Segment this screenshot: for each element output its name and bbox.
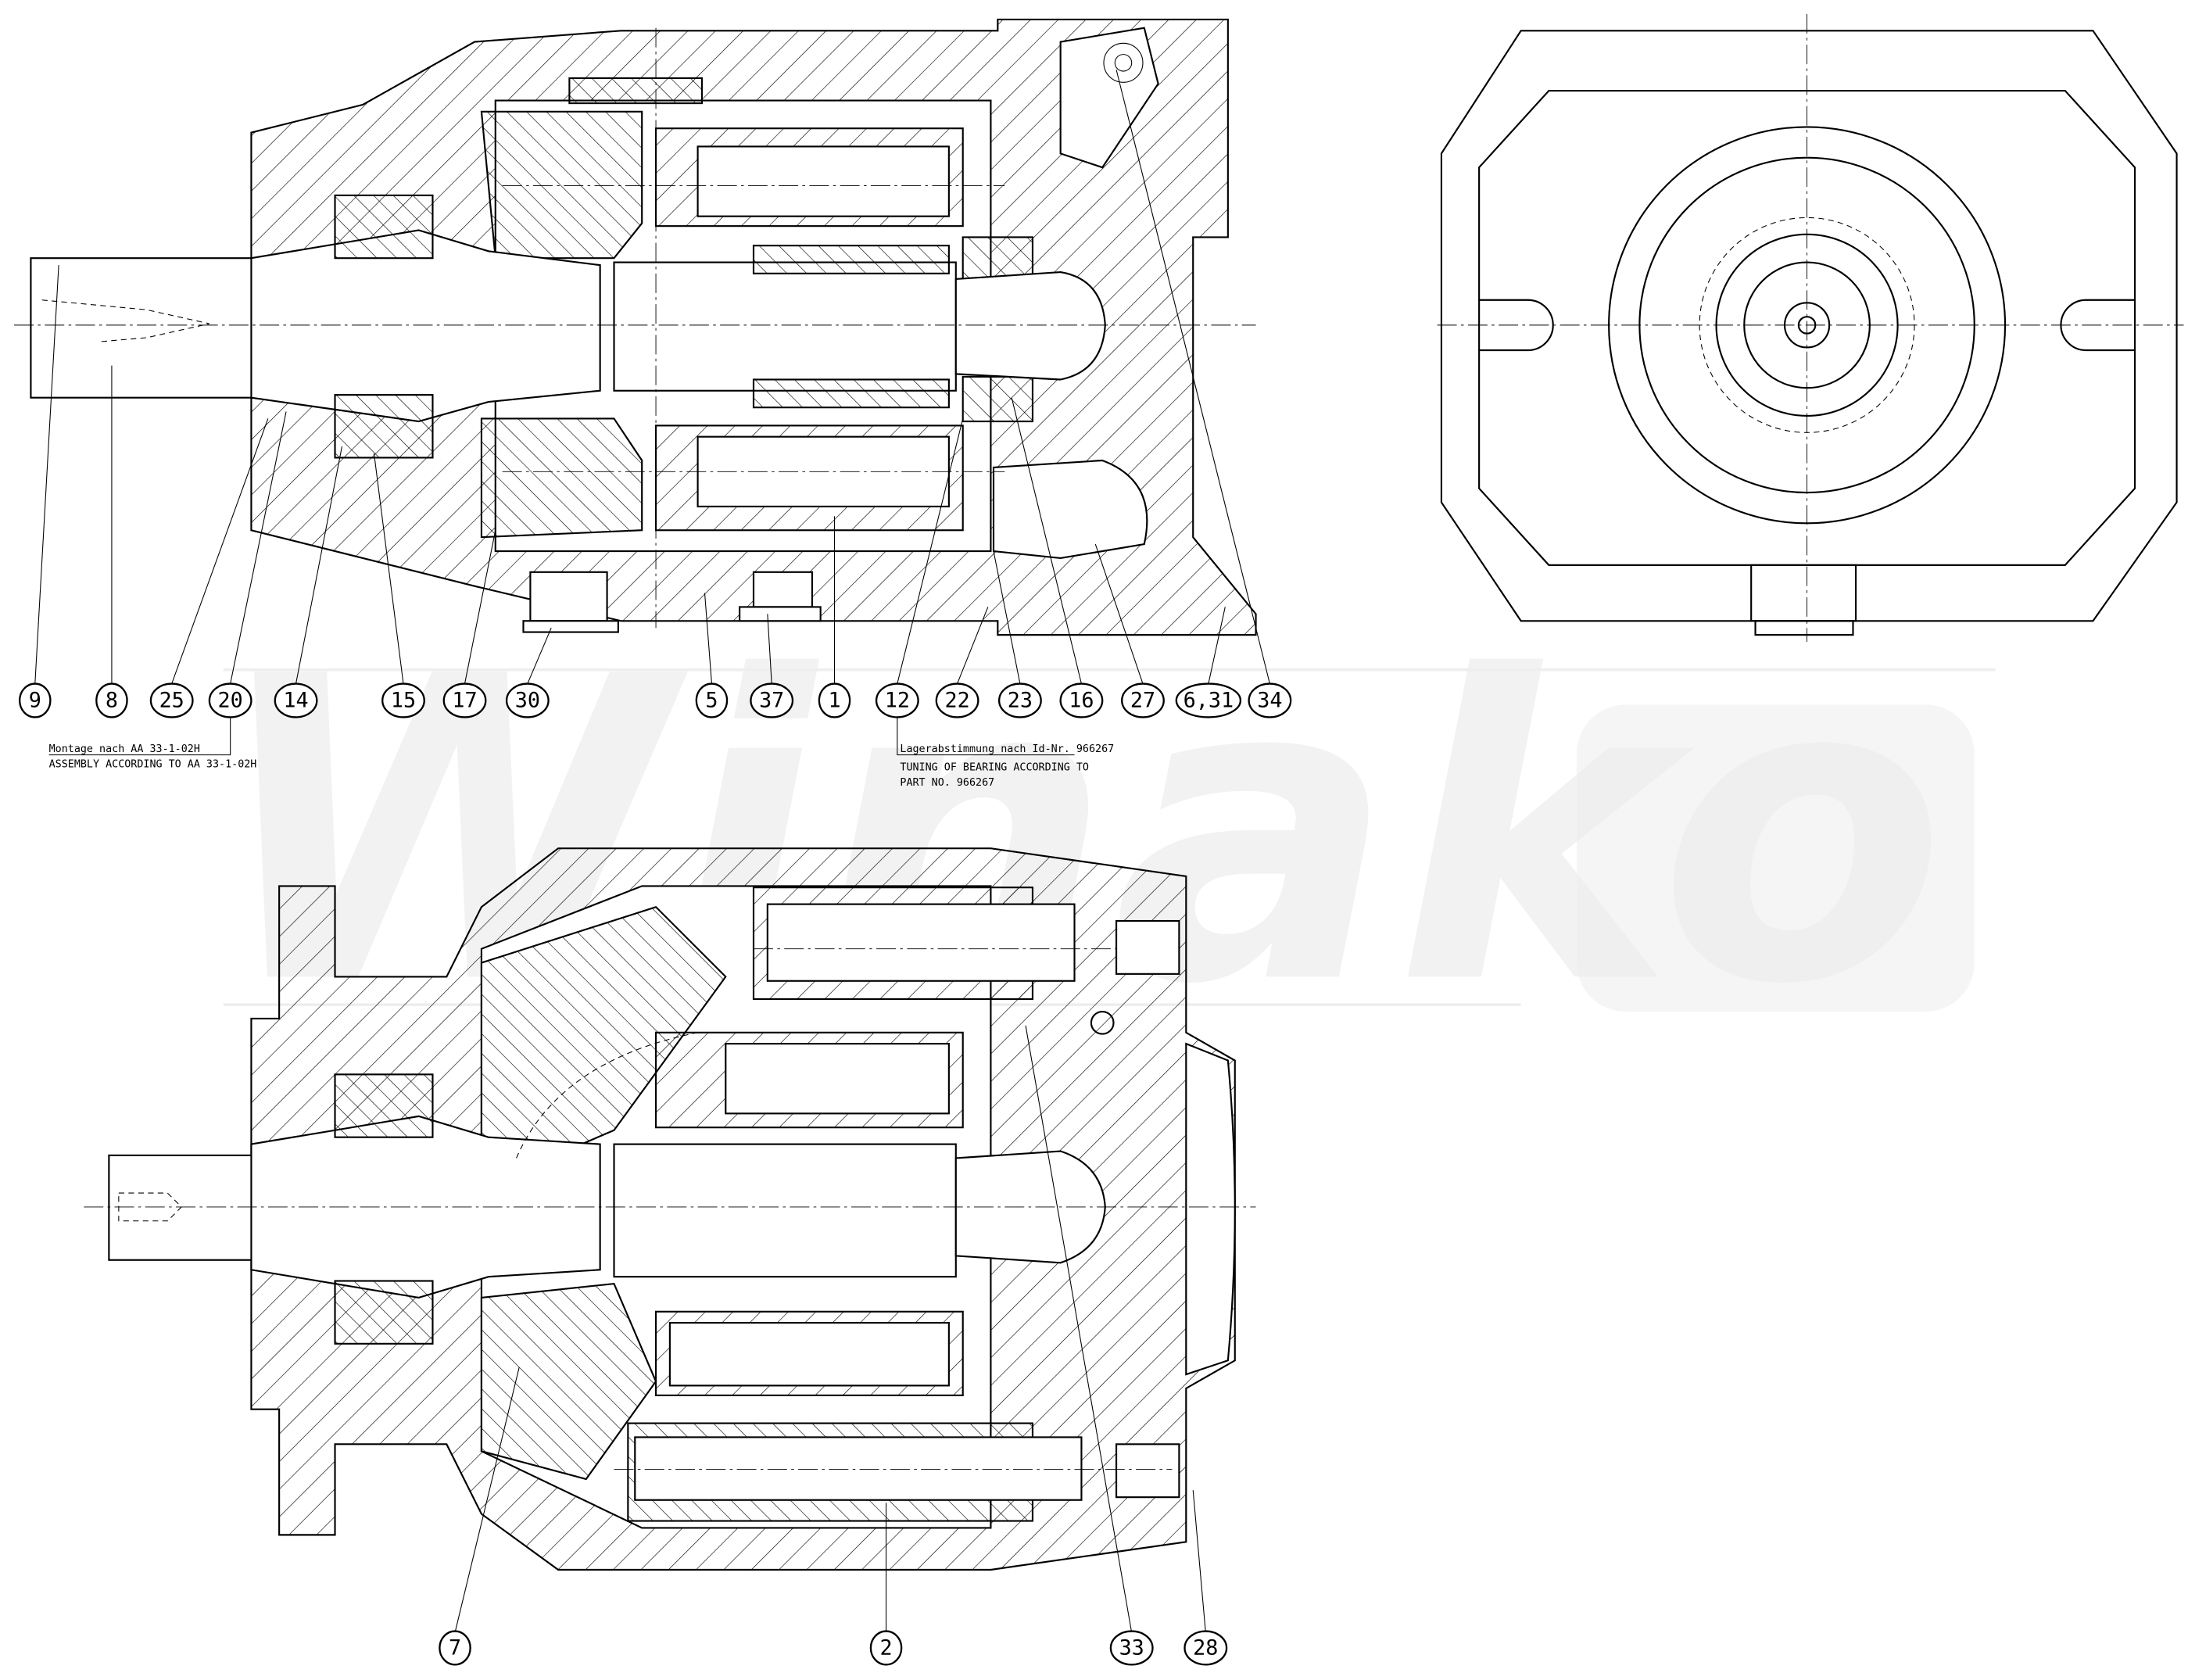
balloon-8: 8	[95, 682, 128, 718]
assembly-note: Montage nach AA 33-1-02H ASSEMBLY ACCORD…	[49, 743, 257, 771]
balloon-7: 7	[439, 1630, 471, 1666]
svg-text:25: 25	[159, 689, 184, 713]
svg-text:8: 8	[106, 689, 118, 713]
assembly-note-en: ASSEMBLY ACCORDING TO AA 33-1-02H	[49, 759, 257, 771]
balloon-37: 37	[750, 682, 794, 718]
svg-text:12: 12	[885, 689, 910, 713]
balloon-12: 12	[875, 682, 919, 718]
balloon-25: 25	[149, 682, 194, 718]
svg-text:23: 23	[1008, 689, 1033, 713]
balloon-30: 30	[505, 682, 550, 718]
balloon-15: 15	[381, 682, 425, 718]
svg-text:15: 15	[391, 689, 416, 713]
bearing-note: Lagerabstimmung nach Id-Nr. 966267 TUNIN…	[900, 743, 1114, 789]
svg-text:30: 30	[515, 689, 540, 713]
balloon-34: 34	[1248, 682, 1292, 718]
svg-text:6,31: 6,31	[1184, 689, 1234, 713]
balloon-22: 22	[935, 682, 979, 718]
bearing-note-de: Lagerabstimmung nach Id-Nr. 966267	[900, 743, 1114, 755]
top-section-view	[13, 18, 1257, 636]
part-balloons-bottom: 7 2 33 28	[439, 1630, 1228, 1666]
svg-text:28: 28	[1193, 1635, 1218, 1660]
svg-text:20: 20	[218, 689, 243, 713]
svg-text:7: 7	[449, 1635, 461, 1660]
balloon-17: 17	[442, 682, 487, 718]
bottom-section-view	[84, 847, 1256, 1571]
front-view	[1437, 13, 2184, 643]
balloon-2: 2	[869, 1630, 903, 1666]
svg-text:9: 9	[29, 689, 41, 713]
balloon-6-31: 6,31	[1175, 682, 1242, 718]
bearing-note-en-1: TUNING OF BEARING ACCORDING TO	[900, 761, 1089, 773]
balloon-16: 16	[1059, 682, 1104, 718]
part-balloons-top: 9 8 25 20 14 15 17 30 5 37 1 12 22 23 16…	[18, 682, 1292, 718]
svg-text:34: 34	[1257, 689, 1282, 713]
svg-text:22: 22	[944, 689, 969, 713]
balloon-33: 33	[1109, 1630, 1154, 1666]
svg-text:27: 27	[1130, 689, 1155, 713]
svg-text:5: 5	[705, 689, 718, 713]
leader-lines	[34, 70, 1270, 1633]
balloon-27: 27	[1121, 682, 1165, 718]
svg-text:33: 33	[1119, 1635, 1144, 1660]
svg-text:14: 14	[283, 689, 308, 713]
balloon-14: 14	[274, 682, 318, 718]
balloon-23: 23	[997, 682, 1042, 718]
balloon-9: 9	[18, 682, 52, 718]
svg-text:37: 37	[759, 689, 784, 713]
svg-text:16: 16	[1069, 689, 1094, 713]
balloon-1: 1	[818, 682, 851, 718]
svg-text:1: 1	[828, 689, 840, 713]
svg-text:2: 2	[879, 1635, 892, 1660]
bearing-note-en-2: PART NO. 966267	[900, 777, 994, 789]
balloon-20: 20	[208, 682, 252, 718]
svg-text:17: 17	[452, 689, 477, 713]
assembly-note-de: Montage nach AA 33-1-02H	[49, 743, 200, 755]
balloon-28: 28	[1184, 1630, 1228, 1666]
balloon-5: 5	[695, 682, 729, 718]
